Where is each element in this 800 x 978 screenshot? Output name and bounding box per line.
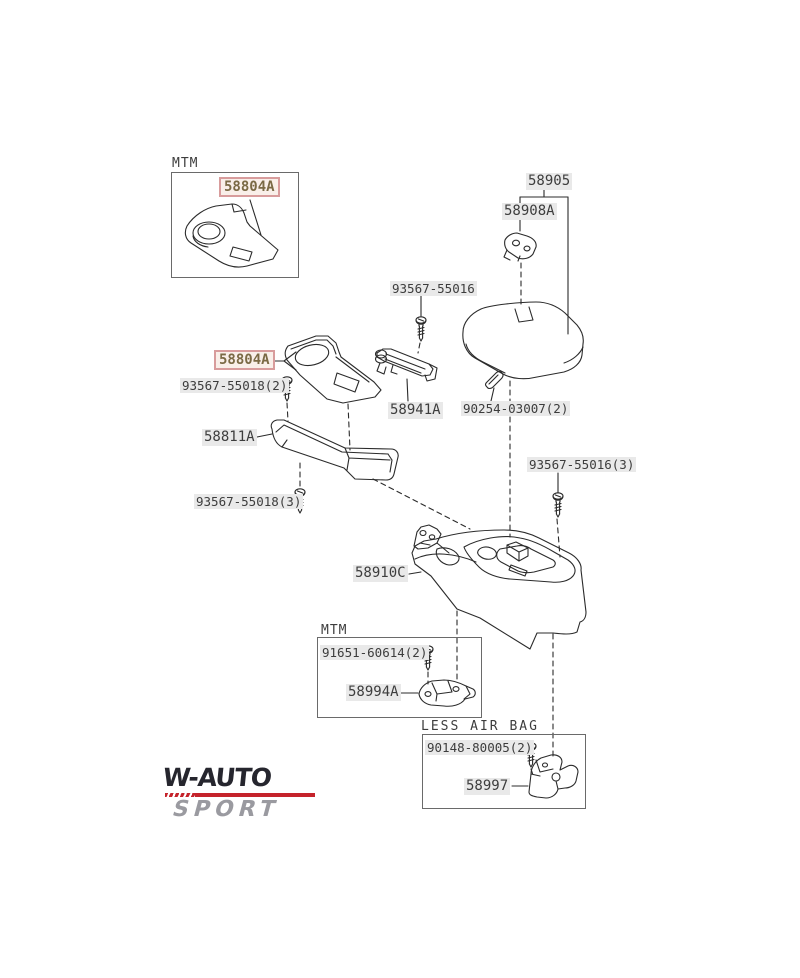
part-label-93567-55018-3[interactable]: 93567-55018(3)	[194, 494, 304, 509]
bracket-58997-drawing	[511, 754, 579, 799]
console-box-58910c-drawing	[408, 524, 587, 682]
part-label-58994a[interactable]: 58994A	[346, 684, 401, 701]
group-label-mtm-bottom: MTM	[321, 623, 348, 638]
logo-red-stripe	[165, 792, 315, 797]
pin-90254-drawing	[484, 370, 504, 402]
hinge-58908a-drawing	[503, 232, 537, 307]
part-label-58997[interactable]: 58997	[464, 778, 511, 795]
part-label-93567-55018-2[interactable]: 93567-55018(2)	[180, 378, 290, 393]
part-label-91651-60614[interactable]: 91651-60614(2)	[320, 645, 430, 660]
group-label-mtm-top: MTM	[172, 156, 199, 171]
part-label-58941a[interactable]: 58941A	[388, 402, 443, 419]
part-label-90148-80005[interactable]: 90148-80005(2)	[425, 740, 535, 755]
part-label-93567-55016[interactable]: 93567-55016	[390, 281, 477, 296]
mtm-bottom-box	[317, 637, 482, 718]
part-label-58905[interactable]: 58905	[526, 173, 573, 190]
molding-58811a-drawing	[256, 419, 471, 530]
logo-text-sport: SPORT	[169, 796, 284, 822]
panel-58804a-mtm-drawing	[184, 199, 279, 268]
group-label-less-air-bag: LESS AIR BAG	[421, 719, 539, 734]
logo-stripe-hatch	[165, 792, 195, 797]
logo-text-w-auto: W-AUTO	[161, 763, 273, 792]
part-label-58811a[interactable]: 58811A	[202, 429, 257, 446]
w-auto-sport-logo: W-AUTO SPORT	[161, 763, 323, 822]
part-label-58804a-top[interactable]: 58804A	[219, 177, 280, 198]
less-air-bag-box	[422, 734, 586, 809]
part-label-58908a[interactable]: 58908A	[502, 203, 557, 220]
armrest-lid-drawing	[462, 301, 584, 538]
panel-58804a-drawing	[270, 335, 382, 451]
hinge-58941a-drawing	[374, 348, 438, 402]
part-label-58910c[interactable]: 58910C	[353, 565, 408, 582]
part-label-90254-03007[interactable]: 90254-03007(2)	[461, 401, 571, 416]
mtm-top-box	[171, 172, 299, 278]
screw-93567-55016-top	[415, 295, 427, 354]
bracket-58994a-drawing	[400, 679, 476, 707]
logo-stripe-solid	[195, 792, 315, 797]
screw-93567-55016-3	[552, 472, 564, 757]
part-label-58804a-mid[interactable]: 58804A	[214, 350, 275, 371]
part-label-93567-55016-3[interactable]: 93567-55016(3)	[527, 457, 637, 472]
